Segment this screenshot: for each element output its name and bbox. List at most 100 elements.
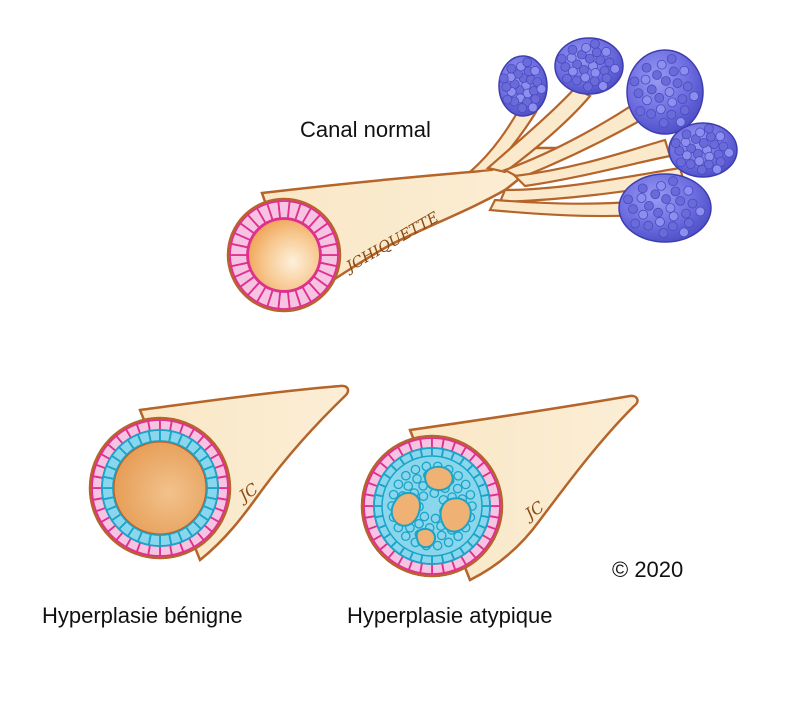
acinus (501, 82, 512, 92)
proliferating-cell (432, 540, 443, 551)
acinus (705, 131, 716, 142)
acinus (640, 74, 651, 85)
acinus (630, 218, 641, 229)
proliferating-cell (465, 489, 476, 500)
lobule-texture (498, 39, 734, 238)
hyperplastic-cell (101, 487, 115, 501)
acinus (567, 66, 578, 77)
acinus (703, 159, 714, 170)
acinus (712, 164, 722, 175)
acinus (689, 91, 700, 102)
acinus (683, 185, 694, 196)
hyperplastic-cell (147, 429, 161, 443)
acinus (623, 194, 633, 205)
normal-lumen (247, 218, 321, 292)
benign-outer-cells (91, 419, 229, 557)
acinus (668, 176, 678, 187)
acinus (567, 44, 578, 55)
acinus (677, 94, 688, 104)
normal-duct-cross-section (226, 197, 342, 313)
acinus (590, 68, 601, 78)
acinus (506, 63, 517, 74)
acinus (679, 105, 690, 116)
benign-inner-cells (101, 429, 219, 547)
proliferating-cell (388, 489, 399, 500)
acinus (584, 53, 595, 64)
acinus (517, 103, 528, 113)
acinus (590, 39, 600, 49)
proliferating-cell (412, 473, 422, 484)
proliferating-cell (401, 470, 411, 481)
proliferating-cell (403, 481, 414, 491)
acinus (502, 94, 513, 105)
label-atypical-hyperplasia: Hyperplasie atypique (347, 603, 553, 628)
acinus (672, 78, 683, 89)
acinus (660, 76, 671, 86)
acinus (641, 62, 652, 73)
acinus (633, 88, 644, 99)
acinus (637, 183, 648, 194)
acinus (676, 157, 686, 168)
acinus (718, 141, 729, 152)
acinus (628, 204, 638, 214)
acinus (498, 73, 509, 84)
acinus (686, 143, 697, 154)
acinus (601, 46, 612, 57)
acinus (646, 108, 657, 119)
proliferating-cell (414, 518, 424, 529)
acinus (675, 117, 686, 127)
acinus (704, 123, 714, 134)
hyperplastic-cell (205, 475, 219, 489)
acinus (661, 194, 671, 204)
acinus (667, 221, 678, 232)
acinus (598, 81, 608, 91)
acinus (675, 195, 686, 206)
acinus (560, 61, 571, 72)
acinus (698, 138, 709, 148)
acinus (655, 217, 665, 227)
label-normal-duct: Canal normal (300, 117, 431, 142)
acinus (665, 203, 676, 213)
acinus (655, 104, 666, 115)
acinus (642, 95, 652, 106)
acinus (522, 57, 533, 68)
acinus (664, 87, 675, 97)
acinus (666, 109, 677, 120)
acinus (681, 208, 691, 219)
proliferating-cell (453, 531, 463, 542)
acinus (695, 206, 706, 217)
acinus (629, 76, 640, 87)
label-benign-hyperplasia: Hyperplasie bénigne (42, 603, 243, 628)
acinus (572, 59, 583, 70)
normal-duct-branches (466, 86, 686, 218)
acinus (682, 81, 693, 92)
acinus (591, 47, 602, 58)
acinus (635, 106, 646, 116)
proliferating-cell (400, 531, 411, 542)
acinus (715, 131, 726, 142)
acinus (654, 92, 665, 103)
acinus (528, 102, 538, 113)
proliferating-cell (410, 464, 421, 475)
acinus (571, 75, 582, 86)
acinus (687, 198, 698, 209)
acinus (643, 220, 654, 231)
acinus (681, 150, 692, 161)
normal-epithelial-cells (229, 200, 339, 310)
proliferating-cell (452, 483, 463, 494)
normal-duct: JCHIQUETTE (226, 37, 738, 313)
acinus (646, 84, 657, 95)
proliferating-cell (430, 513, 441, 524)
residual-lumen (390, 491, 422, 527)
acinus (670, 186, 681, 197)
acinus (658, 117, 669, 128)
acinus (583, 81, 593, 92)
acinus (636, 193, 647, 203)
acinus (604, 57, 615, 68)
acinus (695, 127, 705, 138)
acinus (668, 211, 679, 222)
acinus (667, 97, 678, 108)
acinus (556, 54, 567, 64)
